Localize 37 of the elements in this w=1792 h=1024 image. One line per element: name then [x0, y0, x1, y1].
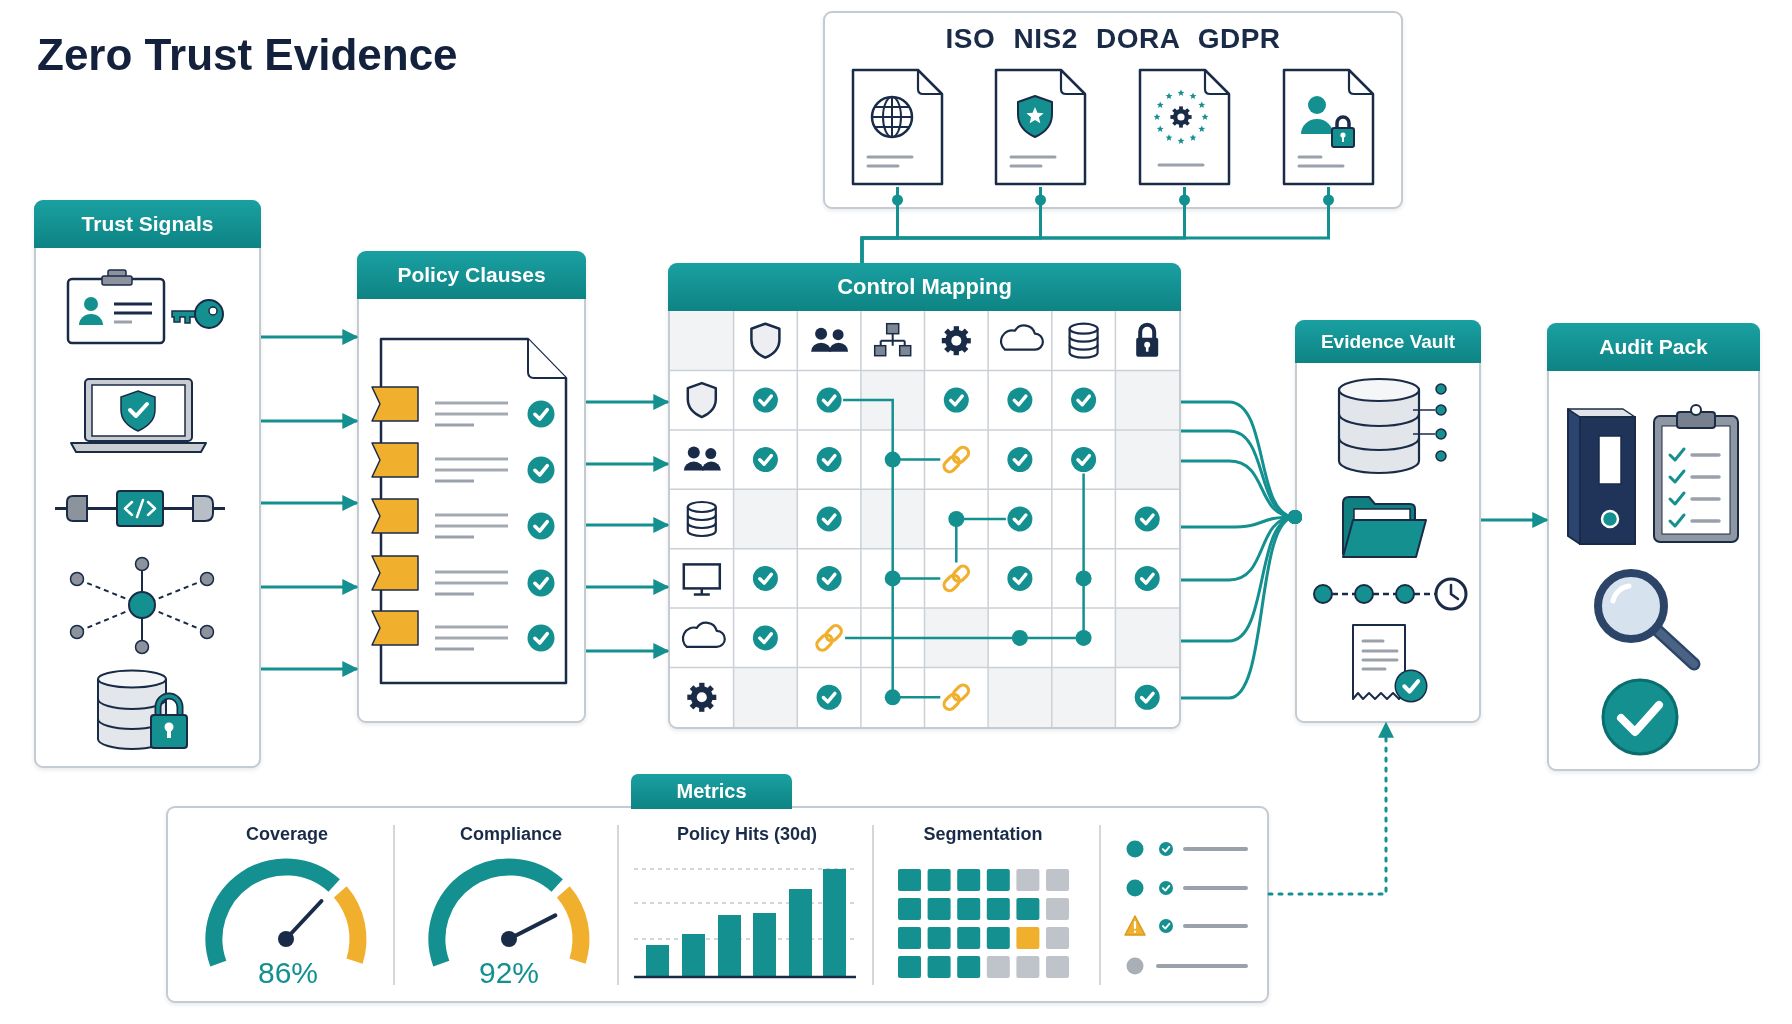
gauge-value: 92% [479, 955, 539, 991]
arrow [586, 517, 670, 533]
globe-document-icon [850, 67, 945, 187]
page-title: Zero Trust Evidence [37, 30, 458, 81]
arrow [1481, 512, 1549, 528]
evidence-vault-panel [1295, 320, 1481, 723]
arrow [261, 579, 359, 595]
arrow [261, 495, 359, 511]
audit-pack-panel [1547, 323, 1760, 771]
star-ring-document-icon [1137, 67, 1232, 187]
arrow [586, 394, 670, 410]
metric-title: Policy Hits (30d) [677, 823, 817, 845]
panel-header: Policy Clauses [357, 251, 586, 299]
frameworks-panel [823, 11, 1403, 209]
metric-title: Segmentation [923, 823, 1043, 845]
metric-title: Compliance [460, 823, 562, 845]
policy-clauses-panel [357, 251, 586, 723]
arrow [261, 329, 359, 345]
panel-header: Control Mapping [668, 263, 1181, 311]
user-lock-document-icon [1281, 67, 1376, 187]
arrow [586, 456, 670, 472]
panel-header: Trust Signals [34, 200, 261, 248]
arrow [586, 643, 670, 659]
arrow [261, 661, 359, 677]
dotted-arrow [1267, 721, 1394, 896]
gauge-value: 86% [258, 955, 318, 991]
metric-title: Coverage [246, 823, 328, 845]
trust-signals-panel [34, 200, 261, 768]
panel-title: ISO NIS2 DORA GDPR [945, 23, 1281, 55]
arrow [261, 413, 359, 429]
connector-line [860, 187, 1334, 263]
shield-document-icon [993, 67, 1088, 187]
panel-header: Evidence Vault [1295, 320, 1481, 363]
panel-header: Audit Pack [1547, 323, 1760, 371]
arrow [586, 579, 670, 595]
section-tab: Metrics [631, 774, 792, 809]
connector-line [1181, 510, 1302, 700]
